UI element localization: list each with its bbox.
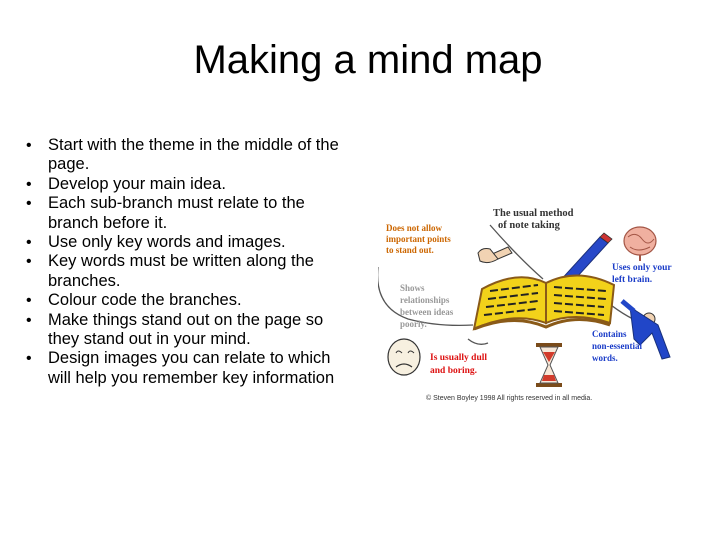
open-book-icon [472,274,616,331]
note-taking-illustration: The usual method of note taking Does not… [378,197,678,412]
sad-face-icon [387,338,421,376]
figure-heading: The usual method of note taking [493,208,576,231]
label-shows: Shows relationships between ideas poorly… [400,283,456,329]
label-uses-only: Uses only your left brain. [612,263,674,285]
bullet-item: Design images you can relate to which wi… [26,349,356,388]
bullet-item: Each sub-branch must relate to the branc… [26,194,356,233]
brain-icon [623,226,657,261]
connector-line [378,267,474,327]
connector-line [467,338,489,345]
label-does-not-allow: Does not allow important points to stand… [386,223,453,255]
slide-title: Making a mind map [193,38,543,82]
bullet-item: Start with the theme in the middle of th… [26,136,356,175]
bullet-item: Colour code the branches. [26,291,356,311]
bullet-list: Start with the theme in the middle of th… [26,136,356,388]
bullet-item: Use only key words and images. [26,233,356,253]
label-contains: Contains non-essential words. [592,329,644,363]
bullet-item: Make things stand out on the page so the… [26,311,356,350]
pointing-hand-icon [477,246,513,264]
hourglass-icon [536,343,562,387]
bullet-item: Develop your main idea. [26,175,356,195]
copyright-note: © Steven Boyley 1998 All rights reserved… [426,394,592,402]
bullet-item: Key words must be written along the bran… [26,252,356,291]
stretching-person-icon [620,299,671,360]
connector-line [489,224,544,280]
label-dull: Is usually dull and boring. [430,353,489,376]
